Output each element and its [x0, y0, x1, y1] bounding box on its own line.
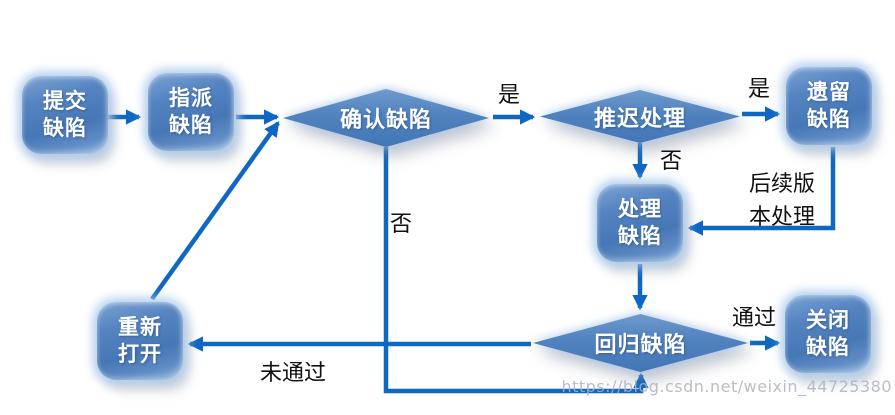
watermark-url: https://blog.csdn.net/weixin_44725380: [561, 377, 892, 396]
decision-label: 回归缺陷: [533, 314, 748, 372]
edge-label-later-version: 后续版 本处理: [736, 168, 828, 234]
node-label-line: 缺陷: [806, 335, 850, 359]
edge-label-postpone-no: 否: [660, 149, 683, 174]
node-label-line: 缺陷: [807, 107, 851, 131]
node-label-line: 缺陷: [43, 116, 87, 140]
node-reopen: 重新 打开: [97, 302, 183, 380]
node-label-line: 缺陷: [169, 113, 213, 137]
node-label-line: 重新: [118, 315, 162, 339]
node-label-line: 打开: [118, 342, 162, 366]
edge-label-confirm-yes: 是: [498, 83, 521, 108]
node-label-line: 提交: [43, 89, 87, 113]
node-label-line: 关闭: [806, 308, 850, 332]
node-assign-defect: 指派 缺陷: [148, 73, 234, 151]
node-close-defect: 关闭 缺陷: [785, 295, 871, 373]
edge-label-confirm-no: 否: [390, 212, 413, 237]
node-process-defect: 处理 缺陷: [597, 184, 683, 262]
edge-label-later-version-line1: 后续版: [748, 172, 815, 197]
decision-label: 推迟处理: [540, 90, 740, 143]
decision-confirm-defect: 确认缺陷: [283, 89, 489, 147]
edge-label-later-version-line2: 本处理: [748, 205, 815, 230]
decision-label: 确认缺陷: [283, 89, 489, 147]
node-label-line: 处理: [618, 197, 662, 221]
edge-label-fail: 未通过: [260, 361, 327, 386]
node-label-line: 缺陷: [618, 224, 662, 248]
node-legacy-defect: 遗留 缺陷: [786, 67, 872, 145]
node-label-line: 遗留: [807, 80, 851, 104]
node-label-line: 指派: [169, 86, 213, 110]
edge-label-pass: 通过: [732, 306, 777, 331]
edge-label-postpone-yes: 是: [748, 77, 771, 102]
decision-postpone-handling: 推迟处理: [540, 90, 740, 143]
decision-regression-test: 回归缺陷: [533, 314, 748, 372]
node-submit-defect: 提交 缺陷: [22, 76, 108, 154]
